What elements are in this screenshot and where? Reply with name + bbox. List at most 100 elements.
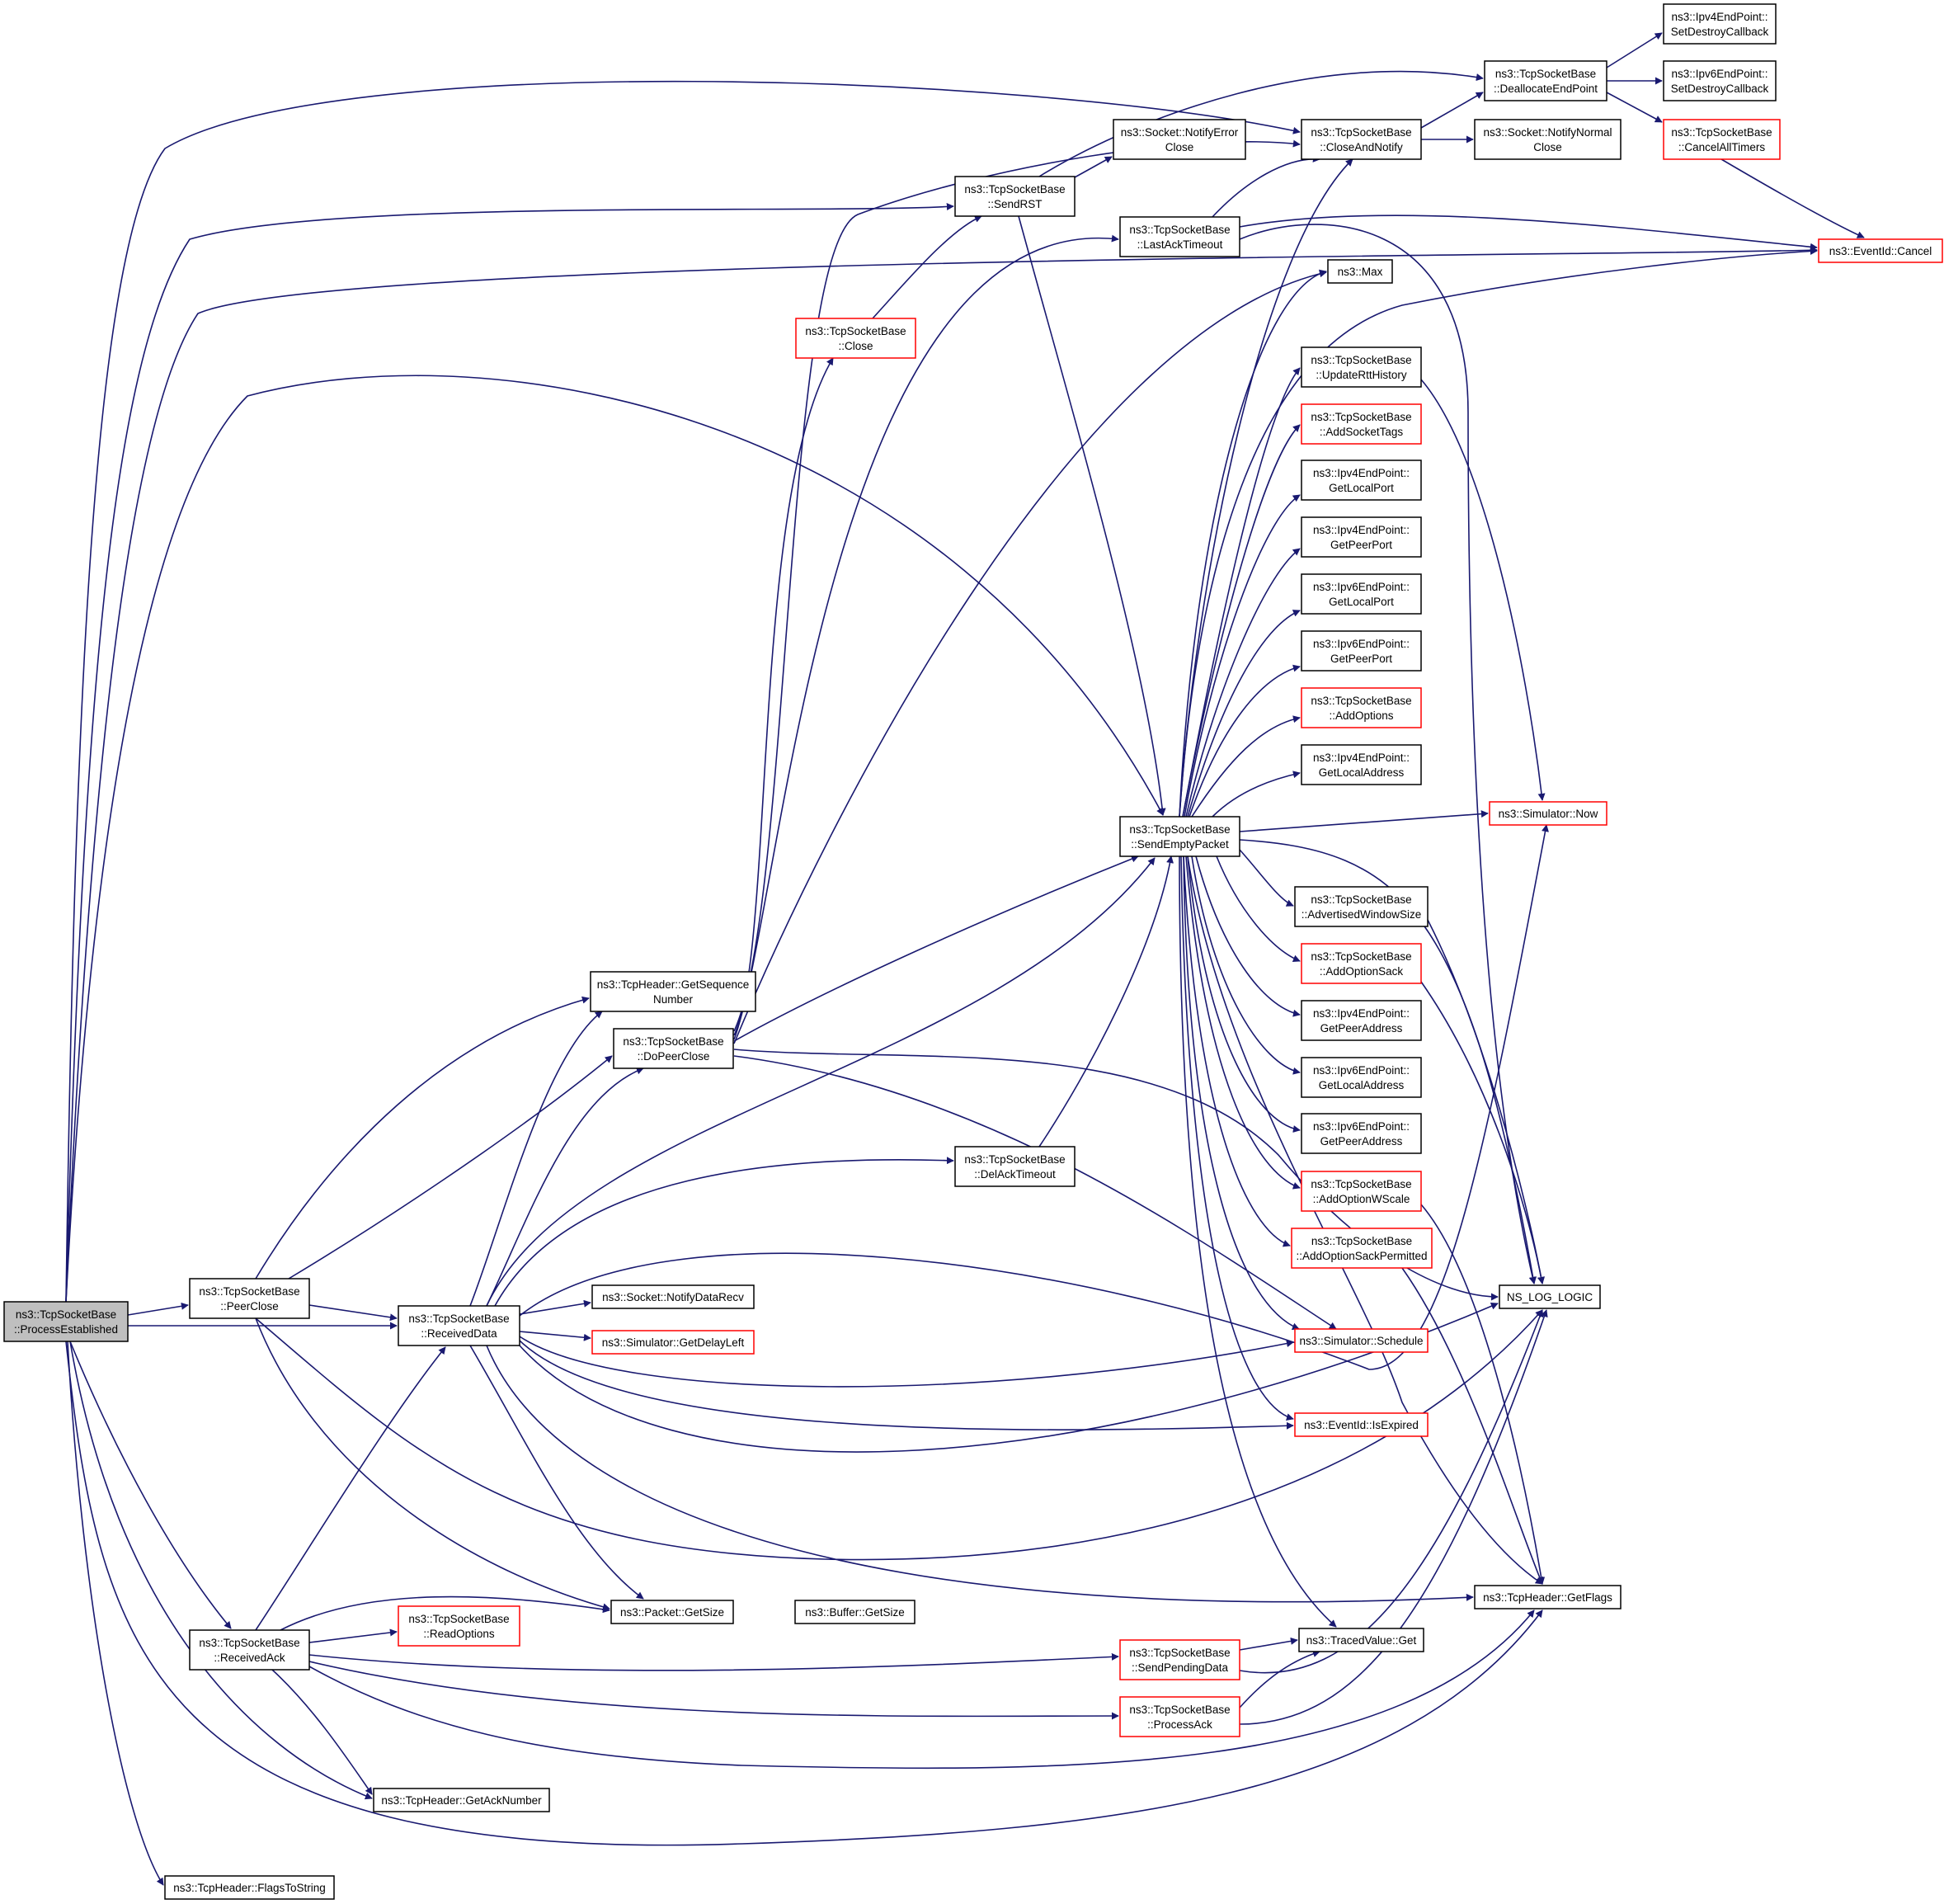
node-box (1119, 1696, 1240, 1737)
node-label-line: ns3::Ipv6EndPoint:: (1313, 1064, 1410, 1077)
node-label-line: ::UpdateRttHistory (1316, 369, 1407, 381)
node-peer-close[interactable]: ns3::TcpSocketBase::PeerClose (189, 1278, 310, 1319)
node-close-and-notify[interactable]: ns3::TcpSocketBase::CloseAndNotify (1301, 119, 1422, 160)
edge-process-established-to-received-ack (69, 1341, 232, 1629)
node-traced-value-get[interactable]: ns3::TracedValue::Get (1298, 1628, 1424, 1652)
node-label-line: ns3::Ipv6EndPoint:: (1313, 638, 1410, 650)
node-advertised-window-size[interactable]: ns3::TcpSocketBase::AdvertisedWindowSize (1294, 886, 1429, 927)
edge-send-empty-packet-to-ipv6-get-local-port (1187, 610, 1301, 818)
node-ipv6-get-local-address[interactable]: ns3::Ipv6EndPoint::GetLocalAddress (1301, 1057, 1422, 1098)
node-event-cancel[interactable]: ns3::EventId::Cancel (1818, 238, 1943, 263)
node-ns-log-logic[interactable]: NS_LOG_LOGIC (1499, 1284, 1601, 1309)
node-label-line: ns3::TcpSocketBase (1671, 126, 1772, 139)
node-label-line: ::ReceivedData (421, 1327, 497, 1340)
edge-process-established-to-peer-close (127, 1302, 189, 1316)
node-send-pending-data[interactable]: ns3::TcpSocketBase::SendPendingData (1119, 1639, 1240, 1680)
node-box (1489, 801, 1607, 826)
edge-send-empty-packet-to-simulator-now (1239, 810, 1489, 832)
node-event-is-expired[interactable]: ns3::EventId::IsExpired (1294, 1412, 1429, 1437)
node-last-ack-timeout[interactable]: ns3::TcpSocketBase::LastAckTimeout (1119, 216, 1240, 257)
node-box (1301, 516, 1422, 558)
node-label-line: ns3::TcpSocketBase (1129, 1704, 1230, 1716)
node-label-line: ns3::TcpHeader::GetAckNumber (381, 1794, 542, 1807)
node-label-line: ns3::TcpSocketBase (1311, 354, 1411, 366)
node-received-data[interactable]: ns3::TcpSocketBase::ReceivedData (398, 1305, 520, 1346)
node-ipv6-get-peer-address[interactable]: ns3::Ipv6EndPoint::GetPeerAddress (1301, 1113, 1422, 1154)
node-cancel-all-timers[interactable]: ns3::TcpSocketBase::CancelAllTimers (1663, 119, 1781, 160)
node-deallocate-end-point[interactable]: ns3::TcpSocketBase::DeallocateEndPoint (1484, 60, 1607, 101)
node-update-rtt-history[interactable]: ns3::TcpSocketBase::UpdateRttHistory (1301, 346, 1422, 388)
node-label-line: ns3::Ipv6EndPoint:: (1313, 581, 1410, 593)
node-label-line: ns3::TcpHeader::GetSequence (597, 978, 750, 991)
node-simulator-now[interactable]: ns3::Simulator::Now (1489, 801, 1607, 826)
node-add-socket-tags[interactable]: ns3::TcpSocketBase::AddSocketTags (1301, 403, 1422, 445)
node-ipv6-get-peer-port[interactable]: ns3::Ipv6EndPoint::GetPeerPort (1301, 630, 1422, 672)
node-del-ack-timeout[interactable]: ns3::TcpSocketBase::DelAckTimeout (954, 1146, 1076, 1187)
node-ipv6-get-local-port[interactable]: ns3::Ipv6EndPoint::GetLocalPort (1301, 573, 1422, 615)
node-add-option-sack-permitted[interactable]: ns3::TcpSocketBase::AddOptionSackPermitt… (1291, 1228, 1433, 1269)
node-ipv4-get-peer-port[interactable]: ns3::Ipv4EndPoint::GetPeerPort (1301, 516, 1422, 558)
node-received-ack[interactable]: ns3::TcpSocketBase::ReceivedAck (189, 1629, 310, 1671)
node-add-options[interactable]: ns3::TcpSocketBase::AddOptions (1301, 687, 1422, 728)
node-label-line: ns3::TcpSocketBase (1311, 950, 1411, 963)
node-box (1301, 630, 1422, 672)
node-label-line: ::LastAckTimeout (1137, 238, 1223, 251)
node-box (1294, 886, 1429, 927)
node-label-line: ns3::TcpSocketBase (1311, 893, 1411, 906)
edge-send-empty-packet-to-add-options (1191, 715, 1301, 818)
node-notify-data-recv[interactable]: ns3::Socket::NotifyDataRecv (591, 1284, 755, 1309)
edge-received-ack-to-get-ack-number (271, 1669, 373, 1795)
node-packet-get-size[interactable]: ns3::Packet::GetSize (610, 1600, 734, 1624)
node-get-ack-number[interactable]: ns3::TcpHeader::GetAckNumber (373, 1788, 550, 1812)
node-label-line: GetLocalAddress (1319, 766, 1405, 779)
node-ipv4-get-peer-address[interactable]: ns3::Ipv4EndPoint::GetPeerAddress (1301, 1000, 1422, 1041)
edge-do-peer-close-to-close (733, 357, 834, 1036)
node-label-line: ns3::TcpSocketBase (805, 325, 906, 337)
node-get-flags[interactable]: ns3::TcpHeader::GetFlags (1474, 1585, 1622, 1609)
node-ipv4-get-local-address[interactable]: ns3::Ipv4EndPoint::GetLocalAddress (1301, 744, 1422, 785)
node-read-options[interactable]: ns3::TcpSocketBase::ReadOptions (398, 1605, 520, 1647)
node-label-line: ns3::Buffer::GetSize (805, 1606, 905, 1619)
node-add-option-sack[interactable]: ns3::TcpSocketBase::AddOptionSack (1301, 943, 1422, 984)
node-label-line: ns3::Simulator::GetDelayLeft (602, 1336, 745, 1349)
node-label-line: ns3::Socket::NotifyError (1121, 126, 1239, 139)
node-label-line: ns3::Ipv6EndPoint:: (1313, 1120, 1410, 1133)
edge-process-ack-to-traced-value-get (1239, 1650, 1320, 1708)
node-label-line: ns3::Ipv4EndPoint:: (1313, 524, 1410, 536)
edge-add-option-sack-to-ns-log-logic (1420, 981, 1545, 1284)
edge-do-peer-close-to-send-empty-packet (733, 855, 1139, 1042)
edge-cancel-all-timers-to-event-cancel (1720, 158, 1865, 238)
node-label-line: ::SendEmptyPacket (1131, 838, 1229, 851)
edge-received-data-to-notify-data-recv (519, 1299, 591, 1315)
node-add-option-wscale[interactable]: ns3::TcpSocketBase::AddOptionWScale (1301, 1171, 1422, 1212)
node-label-line: ns3::Ipv4EndPoint:: (1671, 11, 1767, 23)
node-ipv4-set-destroy-callback[interactable]: ns3::Ipv4EndPoint::SetDestroyCallback (1663, 3, 1777, 45)
node-process-ack[interactable]: ns3::TcpSocketBase::ProcessAck (1119, 1696, 1240, 1737)
node-box (591, 1330, 755, 1355)
node-label-line: ::CloseAndNotify (1320, 141, 1403, 153)
node-send-empty-packet[interactable]: ns3::TcpSocketBase::SendEmptyPacket (1119, 816, 1240, 857)
edge-send-empty-packet-to-ipv6-get-peer-address (1187, 855, 1301, 1133)
node-get-delay-left[interactable]: ns3::Simulator::GetDelayLeft (591, 1330, 755, 1355)
edge-close-to-send-rst (872, 215, 982, 319)
node-label-line: ::AddOptionSack (1320, 965, 1404, 978)
node-label-line: GetLocalAddress (1319, 1079, 1405, 1091)
node-do-peer-close[interactable]: ns3::TcpSocketBase::DoPeerClose (613, 1028, 734, 1069)
node-buffer-get-size[interactable]: ns3::Buffer::GetSize (794, 1600, 916, 1624)
node-box (1301, 1113, 1422, 1154)
node-ipv6-set-destroy-callback[interactable]: ns3::Ipv6EndPoint::SetDestroyCallback (1663, 60, 1777, 101)
node-send-rst[interactable]: ns3::TcpSocketBase::SendRST (954, 176, 1076, 217)
node-simulator-schedule[interactable]: ns3::Simulator::Schedule (1294, 1328, 1429, 1353)
edge-update-rtt-history-to-simulator-now (1420, 379, 1546, 801)
node-max[interactable]: ns3::Max (1327, 259, 1393, 284)
node-ipv4-get-local-port[interactable]: ns3::Ipv4EndPoint::GetLocalPort (1301, 460, 1422, 501)
edge-received-data-to-do-peer-close (486, 1067, 644, 1307)
node-close[interactable]: ns3::TcpSocketBase::Close (795, 318, 916, 359)
node-process-established: ns3::TcpSocketBase::ProcessEstablished (3, 1301, 129, 1342)
node-label-line: ns3::TcpSocketBase (964, 1153, 1065, 1166)
node-label-line: ::PeerClose (220, 1300, 279, 1313)
node-flags-to-string[interactable]: ns3::TcpHeader::FlagsToString (164, 1875, 335, 1900)
